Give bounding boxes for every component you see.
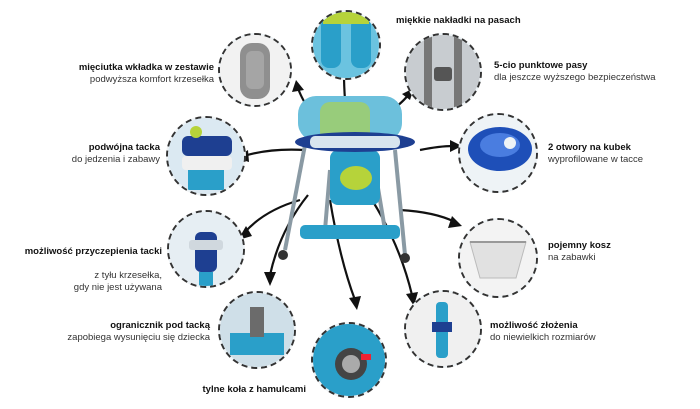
limiter-desc: zapobiega wysunięciu się dziecka — [67, 332, 210, 343]
limiter-title: ogranicznik pod tacką — [110, 320, 210, 331]
cup-desc: wyprofilowane w tacce — [548, 154, 644, 165]
basket-desc: na zabawki — [548, 252, 596, 263]
attach-label: możliwość przyczepienia tacki z tyłu krz… — [4, 234, 162, 306]
attach-desc: z tyłu krzesełka, gdy nie jest używana — [73, 270, 162, 293]
basket-label: pojemny kosz na zabawki — [548, 240, 693, 264]
cup-title: 2 otwory na kubek — [548, 142, 631, 153]
fold-title: możliwość złożenia — [490, 320, 578, 331]
tray-title: podwójna tacka — [88, 142, 160, 153]
pads-photo — [311, 10, 381, 80]
attach-photo — [167, 210, 245, 288]
limiter-label: ogranicznik pod tacką zapobiega wysunięc… — [10, 320, 210, 344]
fold-desc: do niewielkich rozmiarów — [490, 332, 596, 343]
tray-photo — [166, 116, 246, 196]
pads-title: miękkie nakładki na pasach — [396, 15, 521, 26]
insert-title: mięciutka wkładka w zestawie — [78, 62, 214, 73]
wheels-photo — [311, 322, 387, 398]
cup-photo — [458, 113, 538, 193]
pads-label: miękkie nakładki na pasach — [396, 15, 596, 27]
limiter-photo — [218, 291, 296, 369]
belts-photo — [404, 33, 482, 111]
insert-photo — [218, 33, 292, 107]
attach-title: możliwość przyczepienia tacki — [24, 246, 162, 257]
cup-label: 2 otwory na kubek wyprofilowane w tacce — [548, 142, 693, 166]
fold-label: możliwość złożenia do niewielkich rozmia… — [490, 320, 690, 344]
basket-photo — [458, 218, 538, 298]
insert-label: mięciutka wkładka w zestawie podwyższa k… — [20, 62, 214, 86]
tray-desc: do jedzenia i zabawy — [71, 154, 160, 165]
belts-title: 5-cio punktowe pasy — [494, 60, 588, 71]
wheels-label: tylne koła z hamulcami — [100, 384, 306, 396]
tray-label: podwójna tacka do jedzenia i zabawy — [30, 142, 160, 166]
belts-label: 5-cio punktowe pasy dla jeszcze wyższego… — [494, 60, 694, 84]
fold-photo — [404, 290, 482, 368]
basket-title: pojemny kosz — [548, 240, 611, 251]
belts-desc: dla jeszcze wyższego bezpieczeństwa — [494, 72, 656, 83]
wheels-title: tylne koła z hamulcami — [202, 384, 306, 395]
insert-desc: podwyższa komfort krzesełka — [89, 74, 214, 85]
